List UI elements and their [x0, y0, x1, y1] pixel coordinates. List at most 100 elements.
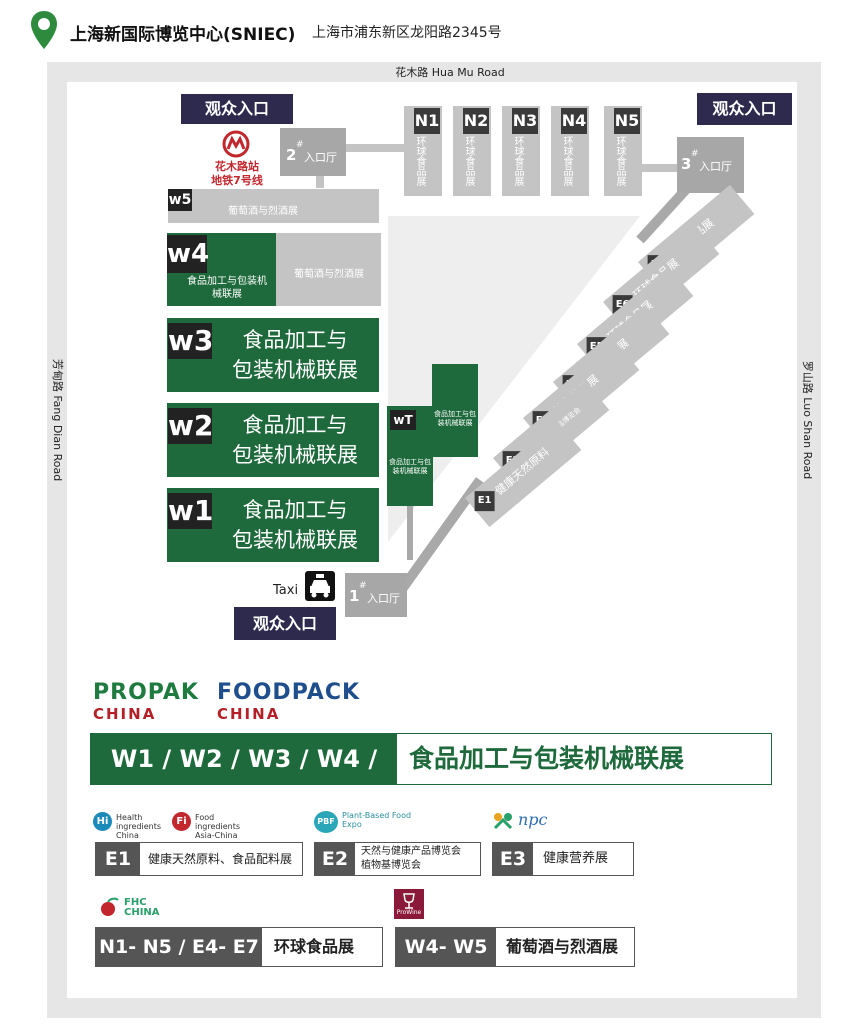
- legend-n-halls: N1- N5 / E4- E7 环球食品展: [95, 927, 383, 967]
- hall-e1-code: E1: [474, 491, 495, 512]
- hall-wt-text-a: 食品加工与包装机械联展: [434, 410, 476, 427]
- hall-n1-text: 环球食品展: [414, 136, 425, 186]
- pbf-logo-text: Plant-Based Food Expo: [342, 811, 412, 829]
- hall-w4-gray-text: 葡萄酒与烈酒展: [294, 269, 364, 280]
- fi-logo-text: Food ingredients Asia-China: [195, 813, 241, 840]
- road-hua-mu: 花木路 Hua Mu Road: [395, 66, 505, 79]
- propak-logo-text: PROPAK: [93, 680, 199, 705]
- foodpack-logo-china: CHINA: [217, 705, 281, 723]
- metro-line-name: 地铁7号线: [211, 174, 263, 187]
- hall-w4-code: w4: [167, 235, 209, 273]
- legend-e1-text: 健康天然原料、食品配料展: [148, 852, 293, 866]
- hall-n4[interactable]: N4 环球食品展: [551, 106, 589, 196]
- hall-w2-line2: 包装机械联展: [232, 443, 358, 467]
- hall-w3-text: 食品加工与 包装机械联展: [215, 325, 375, 385]
- hi-logo-icon: Hi: [93, 812, 112, 831]
- fhc-logo-text: FHC CHINA: [124, 897, 160, 918]
- hall-n2[interactable]: N2 环球食品展: [453, 106, 491, 196]
- hall-wt-text-b: 食品加工与包装机械联展: [389, 458, 431, 475]
- lobby-2-number: 2: [286, 146, 297, 164]
- legend-w45-text: 葡萄酒与烈酒展: [506, 937, 619, 956]
- metro-icon: [222, 130, 250, 158]
- foodpack-logo: FOODPACK CHINA: [217, 680, 360, 723]
- prowine-logo-text: ProWine: [396, 909, 422, 916]
- pbf-logo-icon: PBF: [314, 811, 338, 833]
- hall-n4-text: 环球食品展: [561, 136, 572, 186]
- venue-address: 上海市浦东新区龙阳路2345号: [312, 25, 502, 41]
- lobby-2-sup: #: [296, 140, 304, 150]
- hall-wt-code: wT: [390, 410, 416, 430]
- hall-w5[interactable]: w5 葡萄酒与烈酒展: [168, 189, 379, 223]
- hall-n5-code: N5: [614, 108, 640, 134]
- legend-n-code: N1- N5 / E4- E7: [96, 928, 262, 966]
- legend-e2-text-2: 植物基博览会: [361, 860, 421, 871]
- hall-w1[interactable]: w1 食品加工与 包装机械联展: [167, 488, 379, 562]
- hall-w3-code: w3: [168, 323, 214, 359]
- lobby-2[interactable]: 2 # 入口厅: [280, 128, 346, 176]
- taxi-icon: [305, 571, 335, 601]
- hall-n4-code: N4: [561, 108, 587, 134]
- propak-logo: PROPAK CHINA: [93, 680, 199, 723]
- lobby-1[interactable]: 1 # 入口厅: [345, 573, 407, 617]
- hall-n5[interactable]: N5 环球食品展: [604, 106, 642, 196]
- visitor-entrance-northeast[interactable]: 观众入口: [697, 93, 792, 125]
- hall-n2-text: 环球食品展: [463, 136, 474, 186]
- hall-w5-text: 葡萄酒与烈酒展: [228, 206, 298, 217]
- lobby-1-label: 入口厅: [367, 592, 400, 605]
- hall-wt-east-section: [432, 364, 478, 457]
- legend-w45-code: W4- W5: [396, 928, 496, 966]
- hall-w5-code: w5: [168, 189, 192, 211]
- lobby-1-sup: #: [359, 581, 367, 591]
- npc-logo-text: npc: [518, 810, 548, 829]
- legend-w-text: 食品加工与包装机械联展: [409, 744, 685, 773]
- hall-w4-green-text: 食品加工与包装机械联展: [187, 276, 267, 300]
- hall-n5-text: 环球食品展: [614, 136, 625, 186]
- hall-w1-text: 食品加工与 包装机械联展: [215, 495, 375, 555]
- lobby-1-number: 1: [349, 587, 360, 605]
- hall-n3[interactable]: N3 环球食品展: [502, 106, 540, 196]
- legend-e1-code: E1: [96, 843, 140, 875]
- hall-w1-line1: 食品加工与: [242, 498, 348, 522]
- hall-n1-code: N1: [414, 108, 440, 134]
- legend-w-halls: W1 / W2 / W3 / W4 / WT 食品加工与包装机械联展: [90, 733, 772, 823]
- hall-w2-code: w2: [168, 408, 214, 444]
- hall-w4[interactable]: w4 食品加工与包装机械联展 葡萄酒与烈酒展: [167, 233, 381, 306]
- hall-wt[interactable]: wT 食品加工与包装机械联展 食品加工与包装机械联展: [387, 364, 478, 506]
- metro-station-label: 花木路站 地铁7号线: [204, 160, 270, 188]
- hi-logo-text: Health ingredients China: [116, 813, 162, 840]
- hall-w3-line2: 包装机械联展: [232, 358, 358, 382]
- fhc-logo-icon: [101, 897, 119, 916]
- visitor-entrance-south[interactable]: 观众入口: [234, 607, 336, 640]
- hall-w2[interactable]: w2 食品加工与 包装机械联展: [167, 403, 379, 477]
- hall-n1[interactable]: N1 环球食品展: [404, 106, 442, 196]
- location-pin-icon: [31, 11, 57, 49]
- hall-n3-code: N3: [512, 108, 538, 134]
- lobby-3-label: 入口厅: [699, 160, 732, 173]
- hall-n2-code: N2: [463, 108, 489, 134]
- foodpack-logo-text: FOODPACK: [217, 680, 361, 705]
- propak-logo-china: CHINA: [93, 705, 157, 723]
- legend-n-text: 环球食品展: [274, 937, 355, 956]
- legend-e3: E3 健康营养展: [492, 842, 634, 876]
- hall-w3-line1: 食品加工与: [242, 328, 348, 352]
- hall-w1-line2: 包装机械联展: [232, 528, 358, 552]
- legend-e1: E1 健康天然原料、食品配料展: [95, 842, 303, 876]
- lobby-3-number: 3: [681, 155, 692, 173]
- hall-w2-text: 食品加工与 包装机械联展: [215, 410, 375, 470]
- metro-station-name: 花木路站: [215, 160, 259, 173]
- hall-w3[interactable]: w3 食品加工与 包装机械联展: [167, 318, 379, 392]
- legend-e3-code: E3: [493, 843, 533, 875]
- fi-logo-icon: Fi: [172, 812, 191, 831]
- legend-w45: W4- W5 葡萄酒与烈酒展: [395, 927, 635, 967]
- legend-w-codes: W1 / W2 / W3 / W4 / WT: [91, 734, 397, 823]
- healthplex-logo-icon: [493, 813, 513, 830]
- venue-title: 上海新国际博览中心(SNIEC): [70, 25, 296, 45]
- legend-e2-code: E2: [315, 843, 355, 875]
- legend-e2: E2 天然与健康产品博览会 植物基博览会: [314, 842, 481, 876]
- hall-w1-code: w1: [168, 493, 214, 529]
- visitor-entrance-north[interactable]: 观众入口: [181, 94, 293, 124]
- hall-n3-text: 环球食品展: [512, 136, 523, 186]
- lobby-3[interactable]: 3 # 入口厅: [677, 137, 744, 193]
- lobby-3-sup: #: [691, 149, 699, 159]
- hall-w4-gray-section: [276, 233, 381, 306]
